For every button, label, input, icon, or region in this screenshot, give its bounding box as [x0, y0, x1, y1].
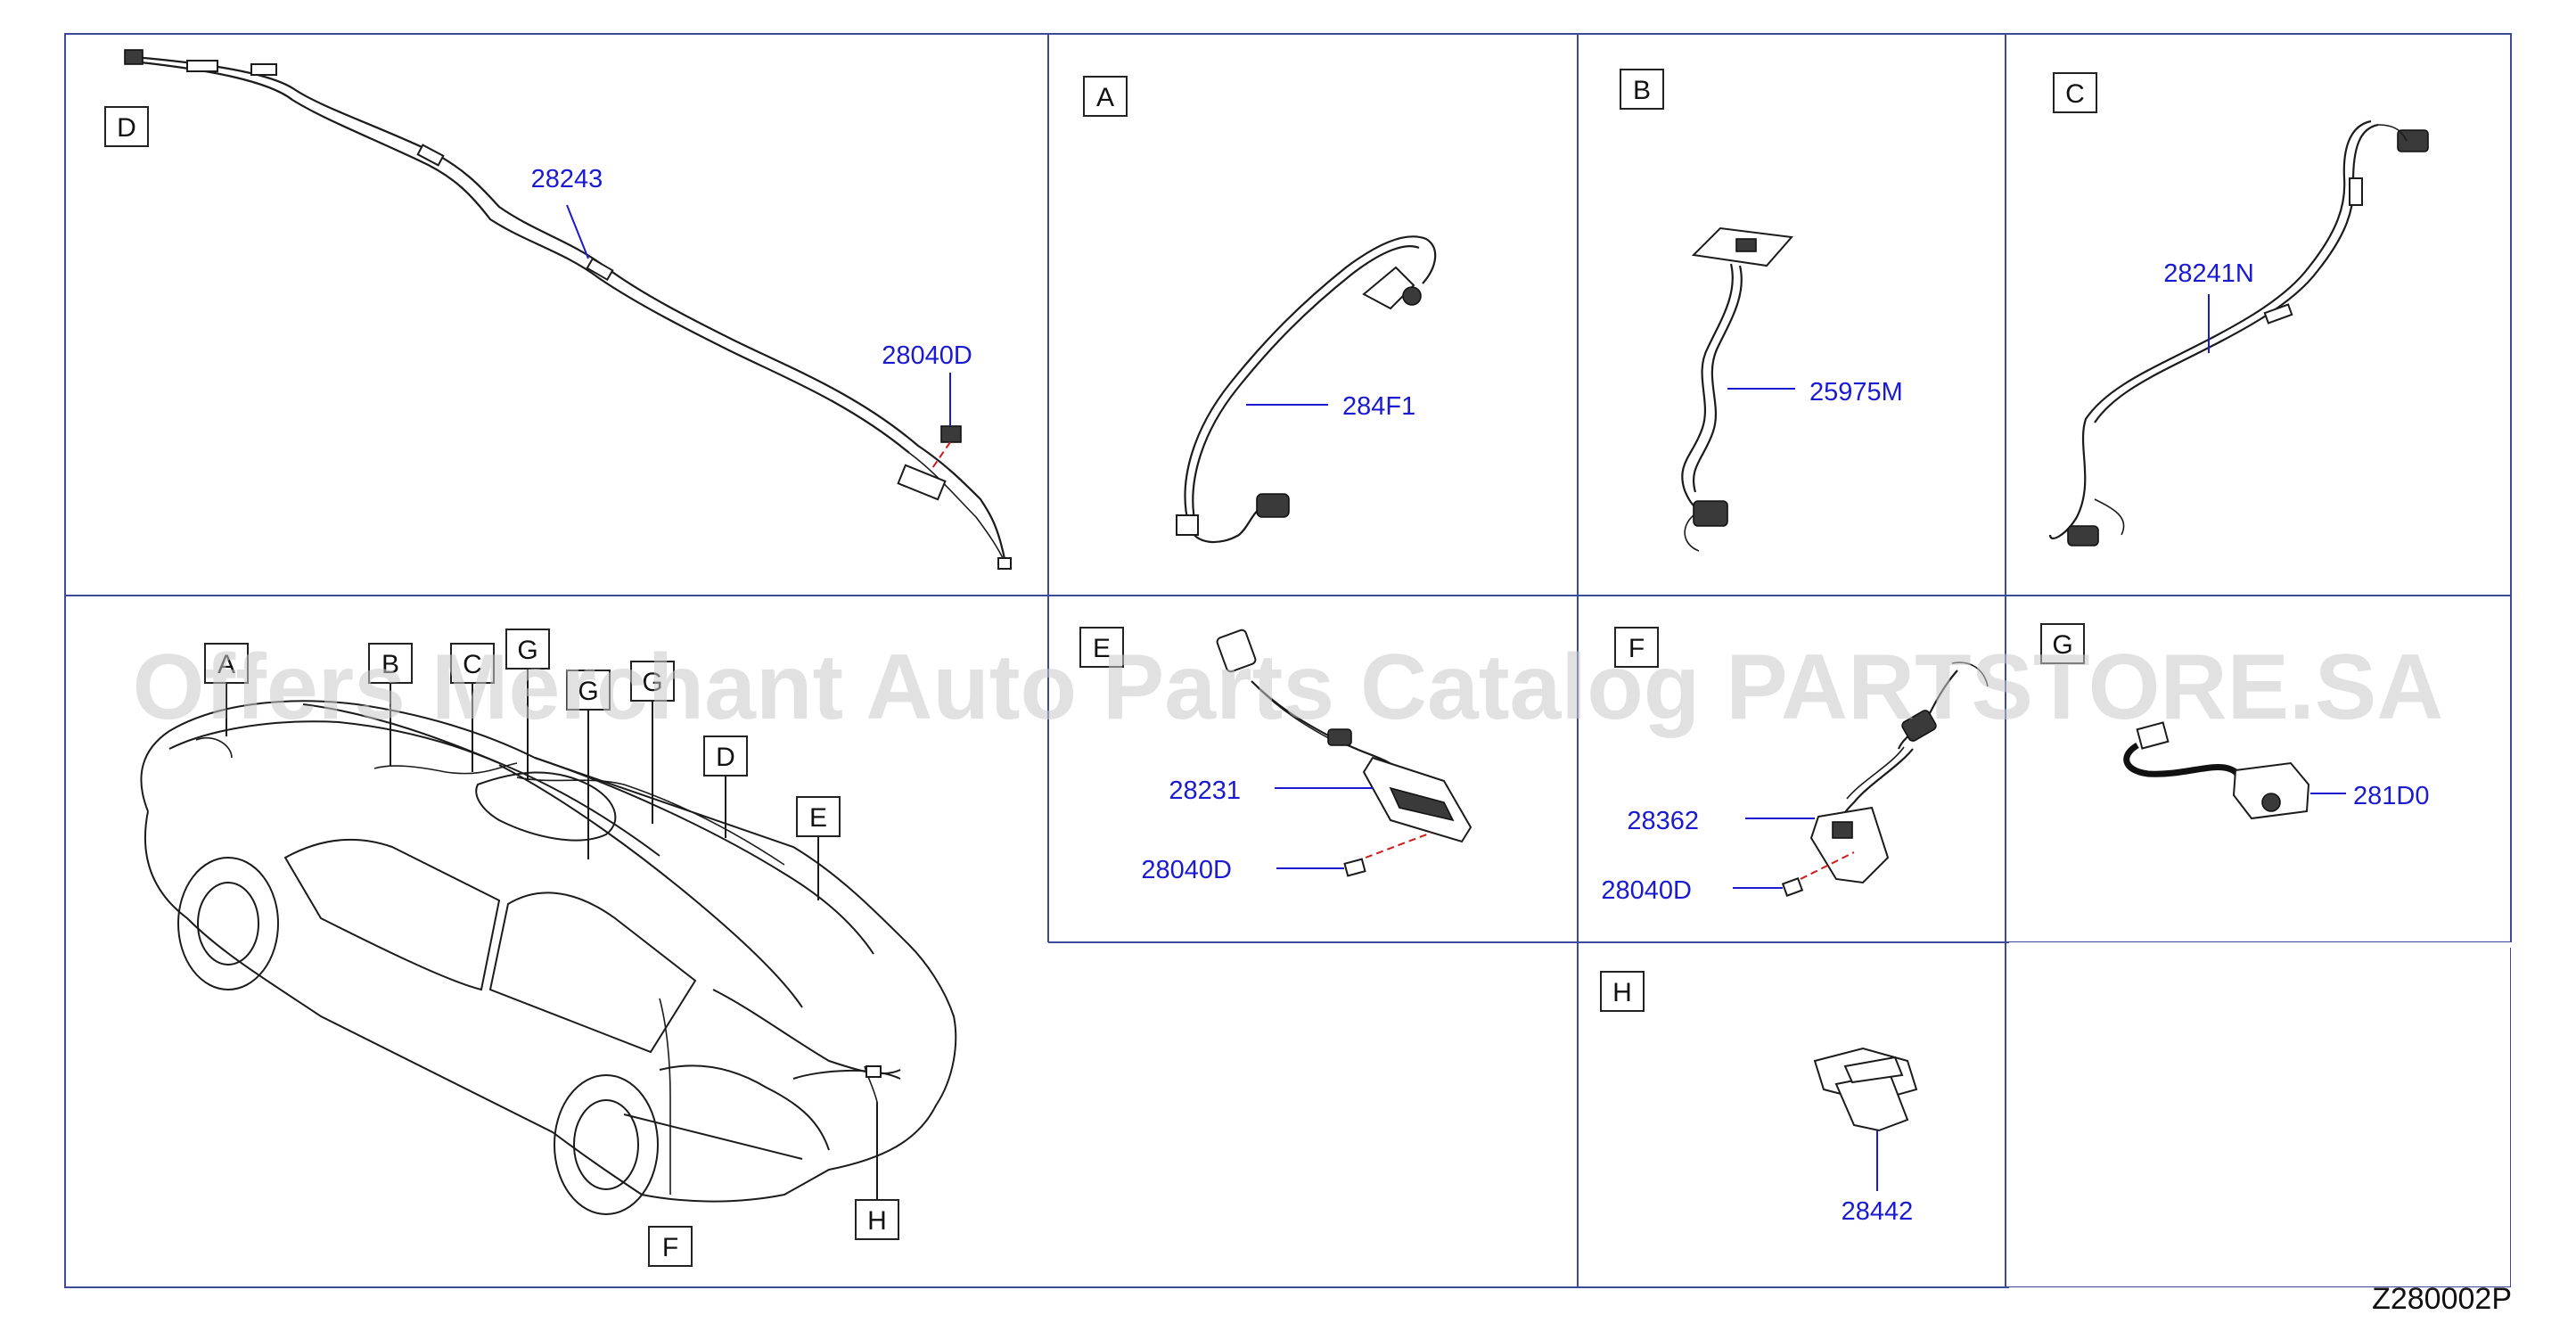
callout-g-3: G — [642, 668, 662, 697]
panel-letter-f: F — [1628, 634, 1645, 663]
module-f — [1781, 662, 1989, 897]
callout-f: F — [662, 1233, 678, 1262]
panel-letter-e: E — [1093, 634, 1111, 663]
diagram-code: Z280002P — [2372, 1282, 2512, 1316]
callout-b: B — [381, 650, 399, 679]
callout-c: C — [463, 650, 482, 679]
panel-c: C 28241N — [2048, 72, 2429, 546]
panel-label-box — [104, 106, 149, 147]
panel-grid — [64, 33, 2516, 1293]
car-callouts: A B C G G G D E F H — [204, 629, 899, 1267]
part-number-28040d-f: 28040D — [1601, 876, 1692, 905]
panel-letter-a: A — [1096, 83, 1114, 112]
bracket-h — [1813, 1047, 1918, 1132]
callout-d: D — [716, 743, 735, 772]
part-number-28362: 28362 — [1627, 807, 1699, 835]
antenna-cable-a — [1176, 235, 1437, 544]
part-number-28231: 28231 — [1169, 777, 1241, 805]
panel-a: A 284F1 — [1083, 76, 1437, 544]
part-number-28040d: 28040D — [882, 341, 972, 370]
roof-harness-wire — [124, 49, 1012, 570]
panel-b: B 25975M — [1620, 69, 1903, 552]
leader-28243 — [566, 204, 589, 259]
part-number-28241n: 28241N — [2163, 259, 2254, 288]
callout-h: H — [867, 1206, 887, 1236]
callout-e: E — [809, 803, 827, 833]
panel-d: D 28243 28040D — [104, 49, 1012, 570]
panel-h: H 28442 — [1600, 971, 1918, 1226]
callout-a: A — [217, 650, 235, 679]
part-number-284f1: 284F1 — [1342, 392, 1415, 421]
antenna-feeder-c — [2048, 119, 2429, 546]
panel-letter-b: B — [1633, 76, 1651, 105]
part-number-28243: 28243 — [531, 165, 603, 193]
panel-g: G 281D0 — [2040, 623, 2429, 820]
callout-g-1: G — [517, 636, 537, 665]
tuner-module-e — [1216, 629, 1473, 877]
panel-letter-c: C — [2065, 79, 2085, 109]
vehicle-overview — [140, 700, 957, 1215]
panel-e: E 28231 28040D — [1079, 627, 1473, 884]
sensor-harness-b — [1681, 226, 1793, 552]
panel-letter-d: D — [117, 113, 136, 143]
camera-g — [2123, 721, 2310, 820]
panel-letter-h: H — [1612, 978, 1632, 1007]
panel-f: F 28362 28040D — [1601, 627, 1989, 905]
watermark: Offers Merchant Auto Parts Catalog PARTS… — [133, 636, 2444, 739]
panel-letter-g: G — [2052, 630, 2072, 660]
part-number-28040d-e: 28040D — [1141, 856, 1232, 884]
callout-g-2: G — [578, 677, 598, 706]
part-number-25975m: 25975M — [1809, 378, 1903, 407]
part-number-28442: 28442 — [1842, 1197, 1914, 1226]
part-number-281d0: 281D0 — [2353, 782, 2429, 810]
